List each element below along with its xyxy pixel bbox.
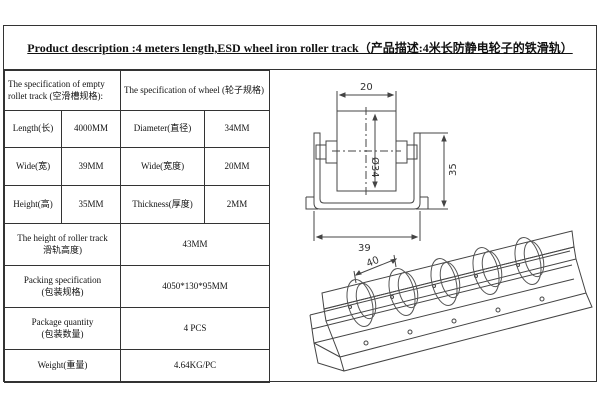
quantity-label: Package quantity (包装数量) [3, 307, 122, 350]
table-row: Weight(重量) 4.64KG/PC [3, 349, 271, 383]
wheel-header: The specification of wheel (轮子规格) [120, 70, 271, 111]
height-label: Height(高) [4, 185, 62, 224]
table-row: Height(高) 35MM Thickness(厚度) 2MM [4, 185, 271, 224]
length-value: 4000MM [60, 110, 122, 148]
table-row: Wide(宽) 39MM Wide(宽度) 20MM [4, 147, 271, 186]
quantity-value: 4 PCS [120, 307, 271, 350]
isometric-view [309, 230, 593, 372]
table-row: Length(长) 4000MM Diameter(直径) 34MM [4, 110, 271, 148]
spec-sheet: Product description :4 meters length,ESD… [3, 25, 597, 383]
dim-bottom-width: 39 [358, 243, 371, 254]
dim-diameter: Ø34 [369, 157, 381, 178]
dim-top-width: 20 [360, 82, 373, 93]
spec-table: The specification of empty rollet track … [3, 70, 271, 383]
wide-value: 39MM [60, 147, 122, 186]
table-row: Package quantity (包装数量) 4 PCS [3, 307, 271, 350]
technical-drawing: 20 Ø34 35 39 [270, 71, 597, 382]
wide-label: Wide(宽) [4, 147, 62, 186]
weight-label: Weight(重量) [3, 349, 122, 383]
packing-label: Packing specification (包装规格) [3, 265, 122, 308]
height-value: 35MM [60, 185, 122, 224]
diameter-label: Diameter(直径) [120, 110, 206, 148]
packing-value: 4050*130*95MM [120, 265, 271, 308]
empty-track-header: The specification of empty rollet track … [3, 70, 122, 111]
wheel-wide-value: 20MM [204, 147, 271, 186]
diameter-value: 34MM [204, 110, 271, 148]
table-row: Packing specification (包装规格) 4050*130*95… [3, 265, 271, 308]
roller-track-drawing: 20 Ø34 35 39 [305, 82, 593, 372]
table-row: The height of roller track 滑轨高度) 43MM [3, 223, 271, 266]
dim-height: 35 [448, 163, 459, 176]
thickness-value: 2MM [204, 185, 271, 224]
wheel-wide-label: Wide(宽度) [120, 147, 206, 186]
track-height-value: 43MM [120, 223, 271, 266]
thickness-label: Thickness(厚度) [120, 185, 206, 224]
dim-pitch: 40 [365, 255, 381, 270]
product-title: Product description :4 meters length,ESD… [4, 26, 596, 70]
length-label: Length(长) [4, 110, 62, 148]
weight-value: 4.64KG/PC [120, 349, 271, 383]
track-height-label: The height of roller track 滑轨高度) [3, 223, 122, 266]
cross-section-view [305, 91, 448, 241]
